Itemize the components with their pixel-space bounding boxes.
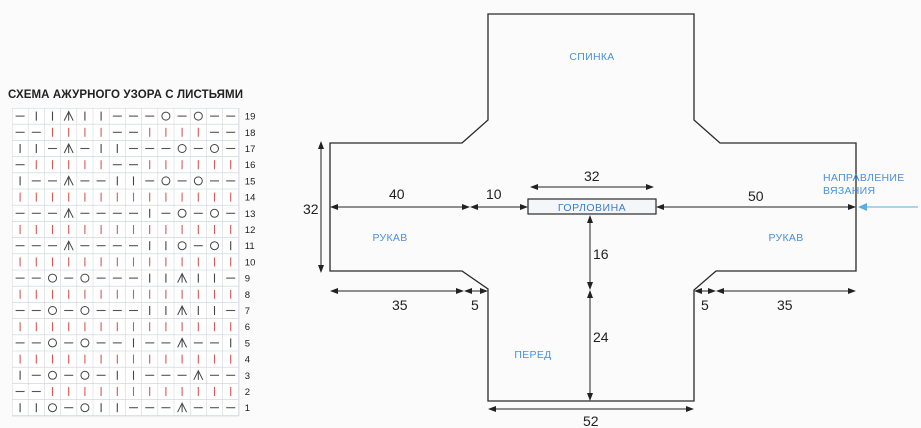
row-number: 3 [245, 371, 250, 382]
garment-outline [329, 13, 857, 402]
left-sleeve-label: РУКАВ [372, 232, 407, 244]
stitch-symbol [177, 241, 187, 251]
direction-label-1: НАПРАВЛЕНИЕ [823, 172, 905, 184]
row-number: 2 [245, 387, 250, 398]
row-number: 17 [245, 144, 256, 155]
row-number: 11 [245, 241, 255, 252]
dim-left-cuff: 35 [392, 297, 408, 313]
stitch-symbol [63, 175, 74, 186]
stitch-symbol [210, 208, 219, 218]
stitch-symbol [210, 144, 219, 153]
stitch-symbol [177, 144, 187, 153]
dim-neck-offset: 10 [486, 186, 502, 202]
stitch-symbol [80, 338, 90, 348]
direction-arrow [858, 203, 918, 211]
row-number: 7 [245, 306, 250, 317]
stitch-symbol [161, 111, 171, 121]
row-number: 13 [245, 209, 256, 220]
neckline-box [527, 198, 657, 215]
dim-left-gap: 5 [471, 297, 479, 313]
stitch-symbol [177, 272, 188, 283]
stitch-symbol [80, 273, 90, 283]
right-sleeve-label: РУКАВ [768, 232, 803, 244]
stitch-symbol [177, 208, 187, 218]
stitch-symbol [48, 273, 57, 283]
row-number: 8 [245, 290, 250, 301]
dim-right-gap: 5 [701, 297, 709, 313]
stitch-symbol [193, 111, 203, 121]
row-number: 1 [245, 403, 250, 414]
dim-neck-width: 32 [584, 168, 600, 184]
dim-right-length: 50 [748, 188, 764, 204]
stitch-symbol [193, 176, 203, 186]
row-number: 18 [245, 128, 256, 139]
dim-front-lower: 24 [593, 329, 609, 345]
dim-body-width: 52 [583, 413, 599, 428]
row-number: 12 [245, 225, 256, 236]
row-number: 5 [245, 338, 250, 349]
row-number: 15 [245, 176, 256, 187]
stitch-symbol [48, 306, 57, 315]
neckline-label: ГОРЛОВИНА [558, 202, 626, 214]
stitch-symbol [177, 402, 188, 413]
stitch-symbol [161, 176, 171, 186]
row-number: 16 [245, 160, 256, 171]
stitch-symbol [177, 304, 188, 316]
stitch-chart-grid: 19 18 17 16 15 14 13 12 11 10 9 8 7 6 5 4 3 2 1 [12, 108, 256, 417]
dim-front-to-neck: 16 [593, 246, 609, 262]
stitch-symbol [48, 370, 57, 380]
row-number: 4 [245, 355, 250, 366]
dimension-lines [318, 141, 856, 412]
row-number: 19 [245, 112, 256, 123]
row-number: 10 [245, 257, 256, 268]
stitch-symbol [80, 306, 90, 315]
stitch-symbol [193, 369, 204, 381]
row-number: 14 [245, 193, 256, 204]
dim-left-sleeve-length: 40 [389, 186, 405, 202]
stitch-symbol [63, 207, 74, 219]
stitch-symbol [80, 403, 90, 413]
dim-sleeve-height: 32 [303, 201, 319, 217]
row-number: 6 [245, 322, 250, 333]
stitch-symbol [63, 110, 74, 121]
stitch-symbol [48, 338, 57, 348]
stitch-symbol [63, 142, 74, 154]
front-label: ПЕРЕД [514, 349, 551, 361]
direction-label-2: ВЯЗАНИЯ [823, 185, 875, 197]
stitch-symbol [48, 403, 57, 413]
stitch-symbol [63, 240, 74, 251]
back-label: СПИНКА [569, 51, 614, 63]
row-number: 9 [245, 274, 250, 285]
dim-right-cuff: 35 [777, 297, 793, 313]
chart-title: СХЕМА АЖУРНОГО УЗОРА С ЛИСТЬЯМИ [8, 89, 244, 101]
stitch-symbol [177, 337, 188, 348]
stitch-symbol [210, 241, 219, 251]
stitch-symbol [80, 370, 90, 380]
